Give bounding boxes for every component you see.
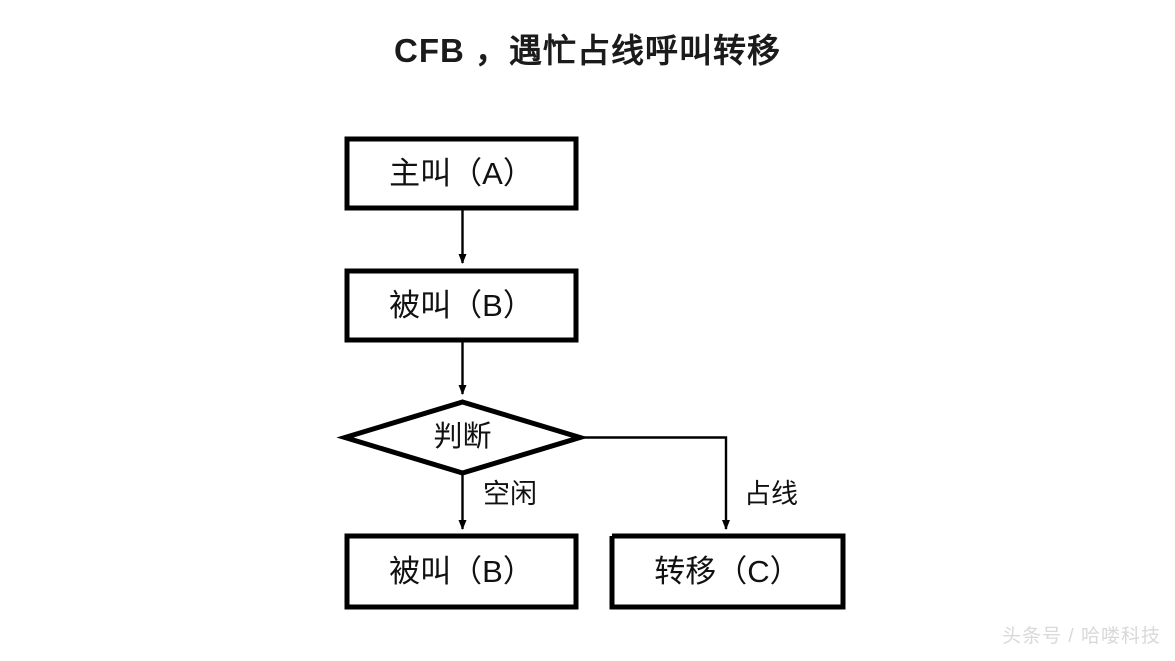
page-title: CFB ，遇忙占线呼叫转移 — [394, 32, 781, 69]
node-caller-label: 主叫（A） — [389, 156, 534, 191]
node-callee2-label: 被叫（B） — [389, 554, 534, 589]
node-callee-label: 被叫（B） — [389, 288, 534, 323]
node-forward-label: 转移（C） — [654, 554, 801, 589]
watermark: 头条号 / 哈喽科技 — [1002, 626, 1161, 647]
edge-decision-to-forward — [580, 436, 730, 530]
edge-label-busy: 占线 — [744, 479, 798, 509]
node-decision-label: 判断 — [433, 421, 492, 453]
node-callee2-shape[interactable] — [344, 533, 579, 610]
edge-label-idle: 空闲 — [483, 479, 537, 509]
node-forward-shape[interactable] — [609, 533, 846, 610]
node-callee-shape[interactable] — [344, 268, 579, 343]
